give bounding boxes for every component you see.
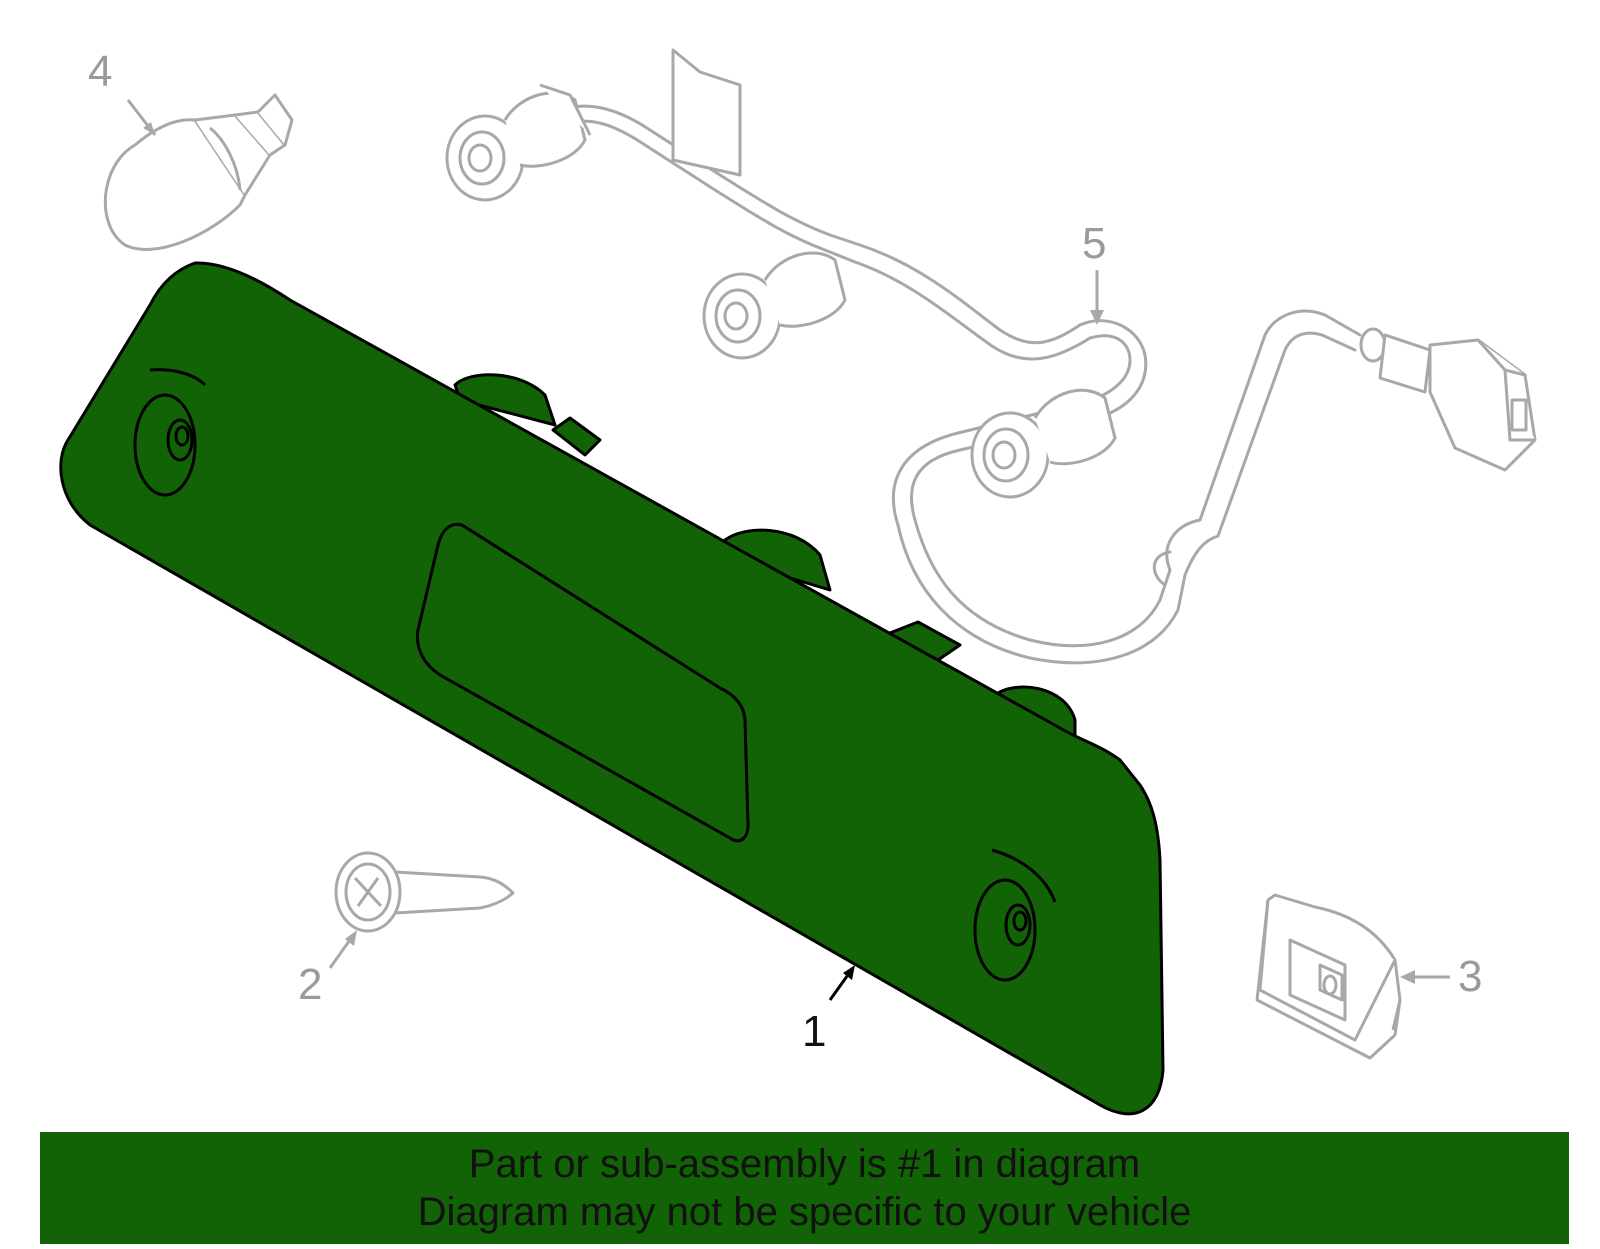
- part-1-lamp-assembly[interactable]: [59, 261, 1165, 1116]
- socket-middle: [702, 251, 847, 360]
- arrowhead-1: [843, 965, 855, 980]
- socket-top-left: [445, 83, 592, 202]
- callout-3: 3: [1458, 952, 1483, 1001]
- banner-line-1: Part or sub-assembly is #1 in diagram: [468, 1142, 1141, 1186]
- arrowhead-2: [345, 930, 357, 946]
- arrowhead-3: [1400, 970, 1415, 984]
- leader-1: [828, 971, 852, 1001]
- part-4-bulb[interactable]: [103, 93, 294, 251]
- part-3-clip[interactable]: [1255, 893, 1402, 1060]
- part-5-wiring-harness[interactable]: [558, 48, 1362, 665]
- callout-5: 5: [1082, 219, 1107, 268]
- callout-4: 4: [88, 47, 113, 96]
- leader-2: [328, 936, 354, 969]
- info-banner: Part or sub-assembly is #1 in diagram Di…: [40, 1132, 1569, 1244]
- harness-connector: [1359, 327, 1537, 472]
- arrowhead-5: [1090, 310, 1104, 325]
- banner-line-2: Diagram may not be specific to your vehi…: [417, 1190, 1192, 1234]
- arrowhead-4: [143, 122, 155, 135]
- callout-1: 1: [802, 1007, 827, 1056]
- socket-right: [970, 388, 1117, 499]
- callout-2: 2: [298, 960, 323, 1009]
- part-2-screw[interactable]: [334, 851, 515, 933]
